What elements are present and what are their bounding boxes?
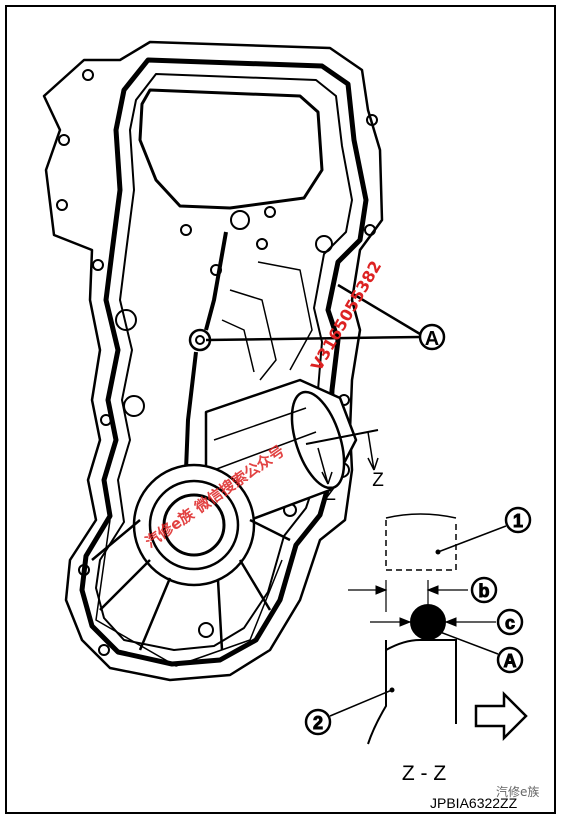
section-cut-zz [305, 429, 379, 485]
callout-1-circle [504, 506, 532, 534]
callout-a-main: A [205, 283, 446, 351]
callout-b-label: b [479, 581, 490, 601]
section-arrow-right [367, 431, 375, 471]
callout-2-label: 2 [313, 713, 323, 733]
section-detail-zz: 1 b c 2 A [304, 506, 532, 745]
figure-code: JPBIA6322ZZ [430, 795, 518, 811]
callout-a-detail-label: A [504, 651, 517, 671]
section-view-label: Z - Z [402, 762, 446, 785]
figure-frame [5, 5, 556, 814]
leader-line-a-center [205, 335, 421, 342]
section-arrow-left [317, 447, 329, 485]
callout-b-circle [470, 576, 498, 604]
leader-line-a-upper [337, 283, 421, 336]
callout-a-circle [418, 323, 446, 351]
callout-c-circle [496, 608, 524, 636]
part-1-top-edge [385, 513, 457, 519]
vertical-rib [184, 231, 228, 471]
callout-1-label: 1 [513, 511, 523, 531]
gasket-groove-outer [79, 57, 369, 667]
lower-web-ribs [91, 518, 291, 667]
center-bolt-hole [195, 335, 205, 345]
leader-1 [437, 525, 507, 553]
cover-fins [221, 261, 313, 381]
leader-2 [329, 689, 393, 717]
part-1-outline [385, 520, 457, 571]
view-direction-arrow [474, 690, 528, 742]
upper-window [138, 88, 324, 210]
leader-a-detail [439, 631, 499, 655]
part-2-outline [367, 639, 457, 745]
cover-outer-outline [42, 40, 384, 682]
sealant-bead [410, 604, 446, 640]
section-label-z-left: Z [324, 484, 336, 505]
watermark-corner: 汽修e族 [496, 784, 539, 799]
callout-a-detail-circle [496, 646, 524, 674]
callout-a-label: A [425, 328, 439, 350]
section-line [305, 429, 379, 445]
water-pump-housing [204, 378, 358, 522]
gasket-groove-inner [95, 73, 353, 651]
section-label-z-right: Z [372, 470, 384, 491]
crankshaft-seal-boss [132, 463, 256, 587]
callout-c-label: c [505, 613, 515, 633]
front-cover-drawing [42, 40, 384, 682]
callout-2-circle [304, 708, 332, 736]
